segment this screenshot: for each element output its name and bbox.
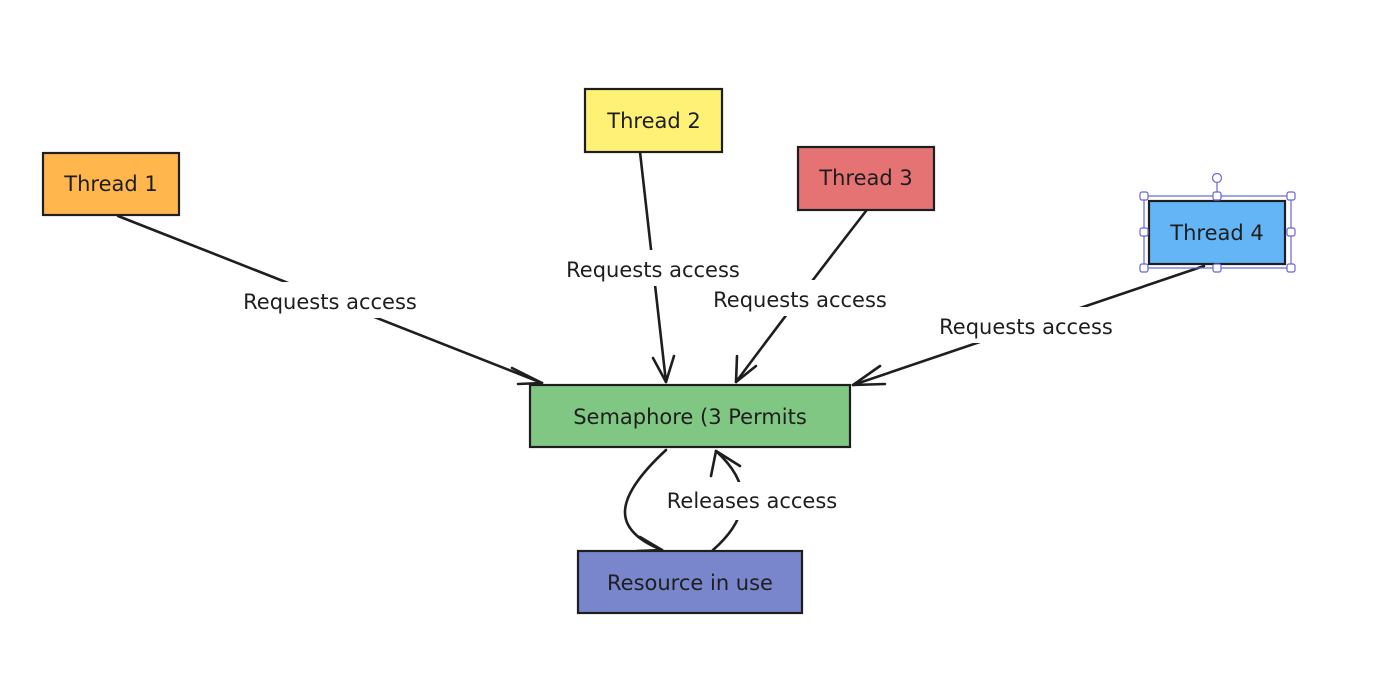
node-semaphore[interactable]: Semaphore (3 Permits [528, 383, 852, 449]
rotate-handle[interactable] [1211, 172, 1223, 184]
node-thread-3-label: Thread 3 [818, 166, 912, 190]
resize-handle-s[interactable] [1212, 263, 1222, 273]
edge-label-thread3-text: Requests access [713, 288, 887, 312]
node-semaphore-box [528, 383, 852, 449]
edge-semaphore-to-resource[interactable] [623, 448, 668, 553]
edge-label-release: Releases access [662, 482, 840, 520]
selection-box[interactable] [1139, 172, 1296, 273]
edge-label-thread1: Requests access [226, 282, 434, 318]
edge-label-thread3: Requests access [696, 280, 904, 316]
node-thread-1-box [41, 151, 181, 217]
edge-label-thread2: Requests access [549, 250, 757, 286]
resize-handle-e[interactable] [1286, 227, 1296, 237]
node-thread-2[interactable]: Thread 2 [583, 87, 724, 154]
node-thread-1-label: Thread 1 [63, 172, 157, 196]
node-thread-2-label: Thread 2 [606, 109, 700, 133]
node-resource-label: Resource in use [607, 571, 773, 595]
resize-handle-sw[interactable] [1139, 263, 1149, 273]
resize-handle-w[interactable] [1139, 227, 1149, 237]
resize-handle-se[interactable] [1286, 263, 1296, 273]
edge-label-thread2-text: Requests access [566, 258, 740, 282]
node-thread-2-box [583, 87, 724, 154]
resize-handle-nw[interactable] [1139, 191, 1149, 201]
node-thread-3-box [796, 145, 936, 212]
node-thread-4-label: Thread 4 [1169, 221, 1263, 245]
resize-handle-ne[interactable] [1286, 191, 1296, 201]
node-thread-3[interactable]: Thread 3 [796, 145, 936, 212]
edge-label-thread4: Requests access [922, 307, 1130, 343]
node-resource[interactable]: Resource in use [576, 549, 804, 615]
edge-label-thread1-text: Requests access [243, 290, 417, 314]
resize-handle-n[interactable] [1212, 191, 1222, 201]
node-semaphore-label: Semaphore (3 Permits [573, 405, 807, 429]
node-thread-4[interactable]: Thread 4 [1147, 199, 1287, 266]
edge-label-thread4-text: Requests access [939, 315, 1113, 339]
node-thread-1[interactable]: Thread 1 [41, 151, 181, 217]
node-resource-box [576, 549, 804, 615]
edge-label-release-text: Releases access [667, 489, 837, 513]
